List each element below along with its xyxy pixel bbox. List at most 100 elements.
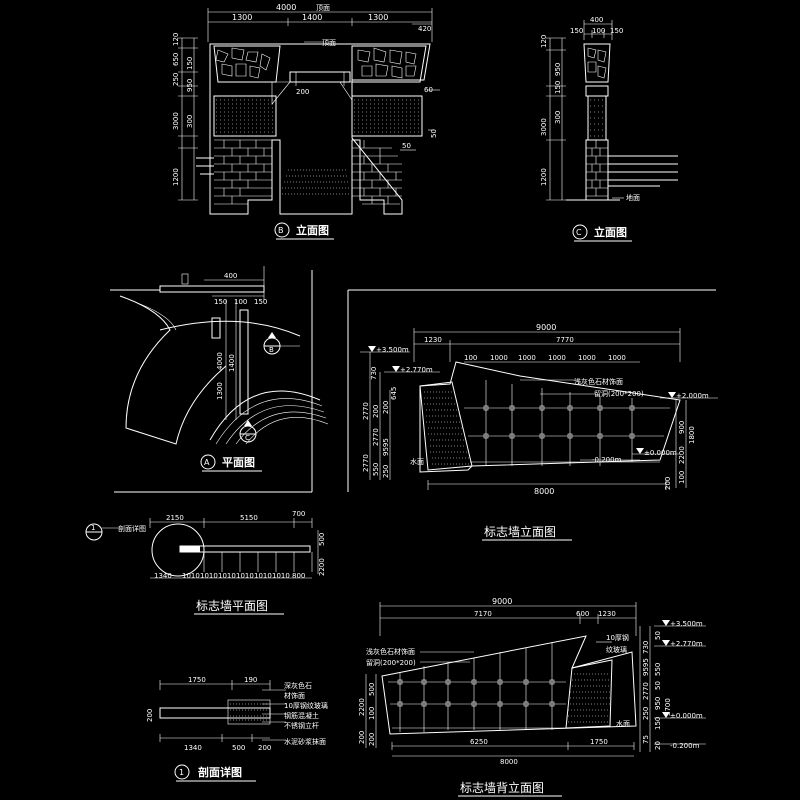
be-note-stone: 浅灰色石材饰面 xyxy=(366,647,415,656)
sec-dim-top-2: 190 xyxy=(244,676,257,684)
a-section-b: B xyxy=(269,346,274,354)
sheet-frame-lines xyxy=(114,270,716,493)
be-dim-right-6: 50 xyxy=(654,681,662,690)
dim-left-6: 300 xyxy=(186,115,194,128)
sec-dim-left: 200 xyxy=(146,709,154,722)
we-level-3: +2.000m xyxy=(676,392,709,400)
be-dim-left-1: 500 xyxy=(368,683,376,696)
brick-pattern xyxy=(214,139,402,205)
we-dim-left-6: 2770 xyxy=(372,428,380,446)
be-level-2: +2.770m xyxy=(670,640,703,648)
wp-detail-marker: 1 xyxy=(91,524,95,532)
be-dim-3: 1230 xyxy=(598,610,616,618)
be-level-1: +3.500m xyxy=(670,620,703,628)
be-dim-left-2: 2200 xyxy=(358,698,366,716)
we-dim-2: 7770 xyxy=(556,336,574,344)
c-dim-left-1: 120 xyxy=(540,35,548,48)
a-dim-3: 100 xyxy=(234,298,247,306)
wp-dim-top-3: 700 xyxy=(292,510,305,518)
be-note-glass-1: 10厚钢 xyxy=(606,633,629,642)
we-grid-dim-4: 1000 xyxy=(578,354,596,362)
a-section-c: C xyxy=(245,434,250,442)
wp-dim-bottom-7: 1010 xyxy=(272,572,290,580)
we-dim-right-3: 2200 xyxy=(678,446,686,464)
view-marker-a: A xyxy=(204,458,210,467)
be-dim-2: 600 xyxy=(576,610,589,618)
wp-dim-bottom-8: 800 xyxy=(292,572,305,580)
dim-right-2: 50 xyxy=(430,129,438,138)
be-dim-bottom-2: 1750 xyxy=(590,738,608,746)
dim-left-8: 1200 xyxy=(172,168,180,186)
wp-dim-bottom-2: 1010 xyxy=(182,572,200,580)
dim-left-7: 3000 xyxy=(172,112,180,130)
be-dim-bottom-3: 8000 xyxy=(500,758,518,766)
we-note-hole: 留洞(200*200) xyxy=(594,389,644,398)
wp-dim-right-1: 500 xyxy=(318,533,326,546)
we-dim-left-8: 2770 xyxy=(362,454,370,472)
dim-seg-3: 1300 xyxy=(368,13,388,22)
dim-left-4: 150 xyxy=(186,57,194,70)
we-dim-left-2: 645 xyxy=(390,387,398,400)
be-dim-left-3: 100 xyxy=(368,707,376,720)
we-dim-left-3: 2770 xyxy=(362,402,370,420)
wp-dim-top-1: 2150 xyxy=(166,514,184,522)
we-level-1: +3.500m xyxy=(376,346,409,354)
be-level-4: -0.200m xyxy=(670,742,700,750)
dim-left-2: 650 xyxy=(172,53,180,66)
we-dim-left-10: 250 xyxy=(382,465,390,478)
sec-dim-bottom-2: 500 xyxy=(232,744,245,752)
be-dim-right-8: 250 xyxy=(642,707,650,720)
dim-right-1: 60 xyxy=(424,86,433,94)
we-dim-left-4: 200 xyxy=(372,405,380,418)
c-dim-left-6: 1200 xyxy=(540,168,548,186)
dim-left-1: 120 xyxy=(172,33,180,46)
we-grid-dim-3: 1000 xyxy=(548,354,566,362)
center-dim: 200 xyxy=(296,88,309,96)
we-level-5: -0.200m xyxy=(592,456,622,464)
sec-note-6: 水泥砂浆抹面 xyxy=(284,737,326,746)
we-grid-dim-2: 1000 xyxy=(518,354,536,362)
we-grid-dim-1: 1000 xyxy=(490,354,508,362)
dim-left-5: 950 xyxy=(186,79,194,92)
view-b-elevation: 4000 1300 1400 1300 420 顶面 顶面 120 650 25… xyxy=(172,3,440,240)
hole-grid xyxy=(464,380,670,466)
wp-dim-bottom-5: 1010 xyxy=(236,572,254,580)
view-a-plan: 400 150 100 150 4000 1400 1300 B C xyxy=(110,266,329,472)
wall-elevation: 9000 1230 7770 100 1000 1000 1000 1000 1… xyxy=(360,323,718,541)
dim-right-3: 50 xyxy=(402,142,411,150)
we-grid-dim-0: 100 xyxy=(464,354,477,362)
c-dim-left-4: 300 xyxy=(554,111,562,124)
section-title: 剖面详图 xyxy=(198,765,242,779)
top-note: 顶面 xyxy=(316,4,330,12)
wall-plan: 1 剖面详图 2150 5150 700 1340 1010 1010 1010… xyxy=(85,510,326,615)
back-hole-grid xyxy=(388,642,566,732)
wp-dim-top-2: 5150 xyxy=(240,514,258,522)
section-marker: 1 xyxy=(179,768,184,777)
dim-seg-2: 1400 xyxy=(302,13,322,22)
section-detail: 1750 190 200 深灰色石 材饰面 10厚钢纹玻璃 钢筋混凝土 不锈钢立… xyxy=(146,676,328,782)
granite-dots xyxy=(216,99,420,133)
we-dim-1: 1230 xyxy=(424,336,442,344)
we-dim-right-1: 900 xyxy=(678,421,686,434)
c-dim-top-1: 400 xyxy=(590,16,603,24)
a-dim-6: 1400 xyxy=(228,354,236,372)
be-dim-right-10: 150 xyxy=(654,717,662,730)
wp-dim-bottom-3: 1010 xyxy=(200,572,218,580)
be-dim-right-7: 950 xyxy=(654,697,662,710)
c-dim-left-2: 950 xyxy=(554,63,562,76)
c-dim-top-3: 100 xyxy=(592,27,605,35)
view-c-elevation: 400 150 100 150 120 950 150 300 3000 120… xyxy=(540,16,678,242)
be-dim-right-9: 3700 xyxy=(664,698,672,716)
be-dim-right-12: 20 xyxy=(654,741,662,750)
c-dim-left-5: 3000 xyxy=(540,118,548,136)
sec-note-4: 钢筋混凝土 xyxy=(284,711,319,720)
sec-note-3: 10厚钢纹玻璃 xyxy=(284,701,328,710)
wp-dim-bottom-4: 1010 xyxy=(218,572,236,580)
back-elevation: 9000 7170 600 1230 +3.500m +2.770m ±0.00… xyxy=(358,597,706,797)
sec-dim-top-1: 1750 xyxy=(188,676,206,684)
sec-dim-bottom-3: 200 xyxy=(258,744,271,752)
we-dim-right-2: 1800 xyxy=(688,426,696,444)
be-dim-right-11: 75 xyxy=(642,735,650,744)
